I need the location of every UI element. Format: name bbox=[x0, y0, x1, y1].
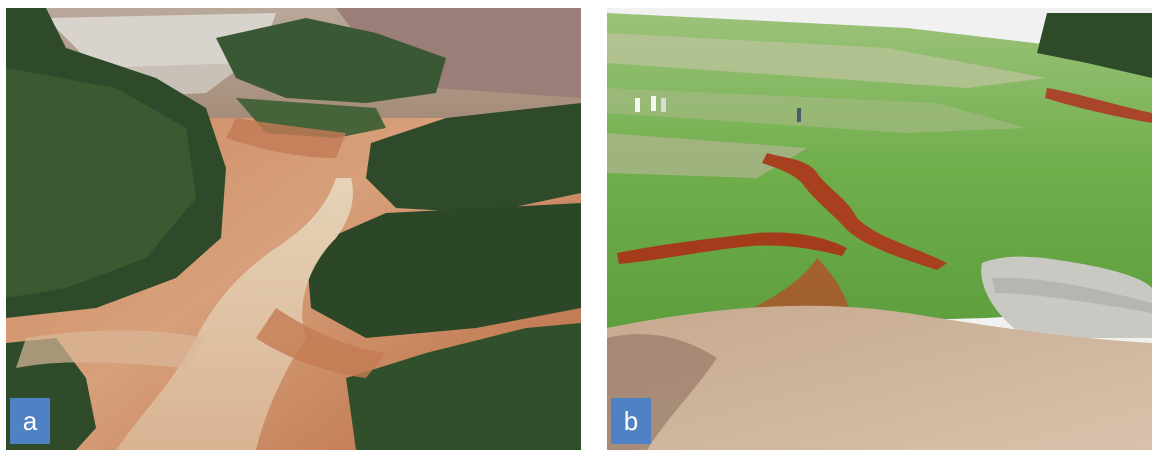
panel-label-a: a bbox=[10, 398, 50, 444]
panel-label-b: b bbox=[611, 398, 651, 444]
photo-panel-b: b bbox=[607, 8, 1152, 450]
slope-erosion-photo bbox=[607, 8, 1152, 450]
aerial-mudflow-photo bbox=[6, 8, 581, 450]
photo-panel-a: a bbox=[6, 8, 581, 450]
